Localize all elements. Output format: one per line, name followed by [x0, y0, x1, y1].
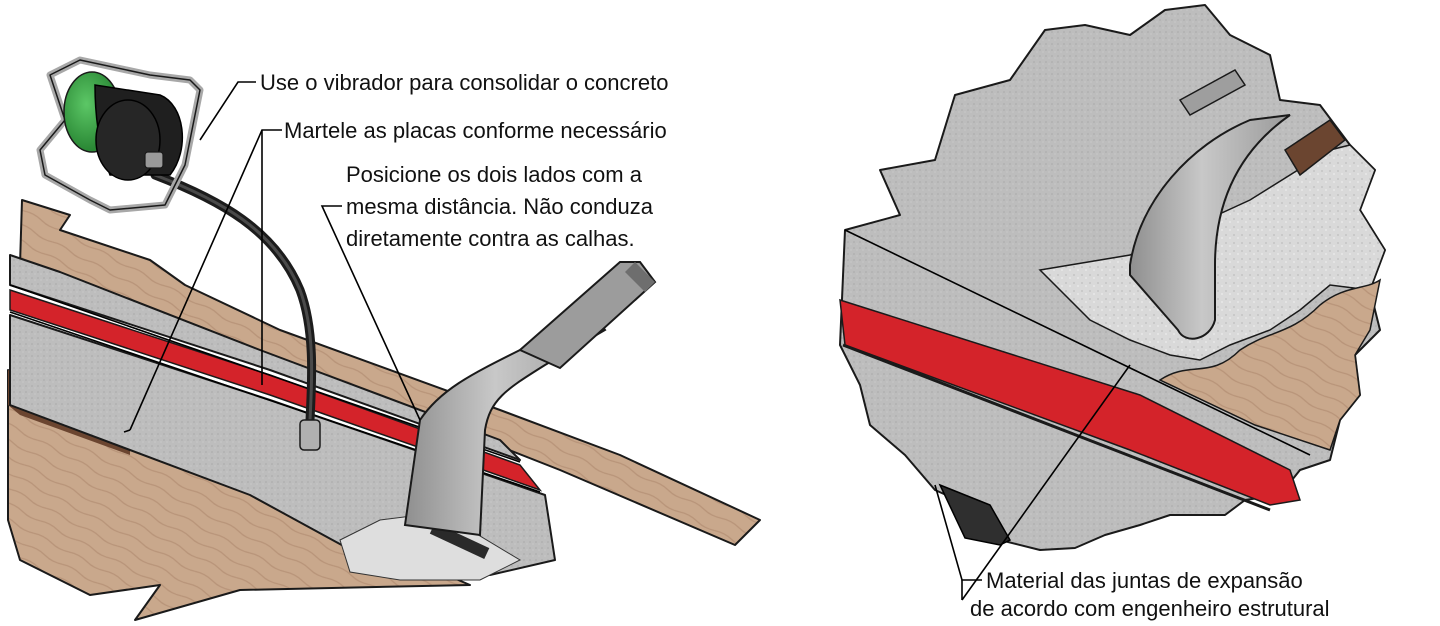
detail-expansion-joint: [839, 298, 1301, 506]
upper-concrete-slab: [9, 254, 521, 461]
callout-position: Posicione os dois lados com a mesma dist…: [346, 162, 659, 251]
callout-position-line-3: diretamente contra as calhas.: [346, 226, 635, 251]
concrete-vibrator-icon: [36, 56, 204, 214]
callout-position-line-2: mesma distância. Não conduza: [346, 194, 654, 219]
right-detail: [839, 4, 1386, 551]
callout-expansion-line-2: de acordo com engenheiro estrutural: [970, 596, 1330, 621]
steel-strap: [403, 308, 607, 537]
rebar-chair: [429, 522, 490, 560]
callout-vibrator: Use o vibrador para consolidar o concret…: [260, 70, 668, 95]
trench-rubble: [339, 514, 522, 581]
vibrator-head: [299, 419, 321, 451]
detail-soil-edge: [1283, 118, 1347, 177]
callout-expansion: Material das juntas de expansão de acord…: [970, 568, 1330, 621]
channel-rail: [518, 261, 657, 370]
callout-expansion-line-1: Material das juntas de expansão: [986, 568, 1303, 593]
detail-soil: [1158, 278, 1382, 451]
callout-position-line-1: Posicione os dois lados com a: [346, 162, 643, 187]
callout-hammer: Martele as placas conforme necessário: [284, 118, 667, 143]
detail-dark-wedge: [938, 483, 1012, 546]
callouts: Use o vibrador para consolidar o concret…: [123, 70, 1330, 621]
detail-strap: [1129, 114, 1291, 340]
left-scene: [7, 56, 761, 621]
